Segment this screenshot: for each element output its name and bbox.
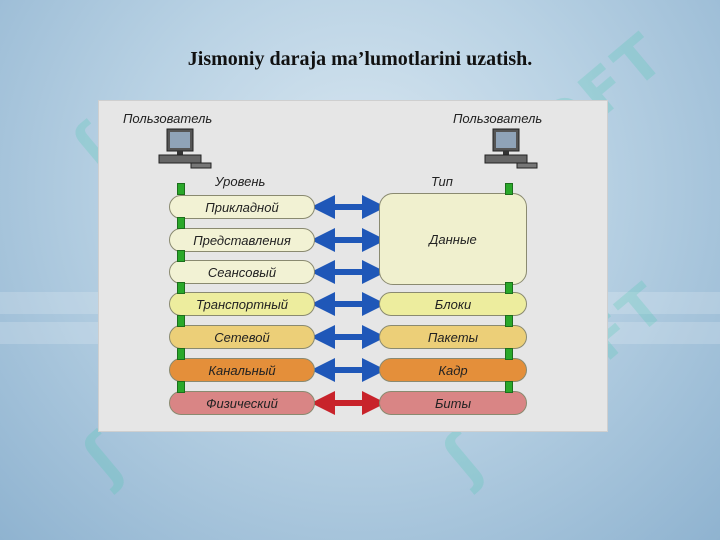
connector-icon	[177, 348, 185, 360]
connector-icon	[177, 381, 185, 393]
connector-icon	[505, 183, 513, 195]
layer-application: Прикладной	[169, 195, 315, 219]
layer-session: Сеансовый	[169, 260, 315, 284]
layer-network: Сетевой	[169, 325, 315, 349]
connector-icon	[177, 315, 185, 327]
layer-presentation: Представления	[169, 228, 315, 252]
connector-icon	[177, 183, 185, 195]
type-bits: Биты	[379, 391, 527, 415]
arrow-layer	[311, 195, 386, 415]
connector-icon	[177, 282, 185, 294]
computer-icon	[484, 128, 538, 169]
layer-transport: Транспортный	[169, 292, 315, 316]
connector-icon	[177, 217, 185, 229]
connector-icon	[505, 315, 513, 327]
connector-icon	[505, 348, 513, 360]
type-frame: Кадр	[379, 358, 527, 382]
type-data: Данные	[379, 193, 527, 285]
connector-icon	[177, 250, 185, 262]
type-header: Тип	[431, 174, 453, 189]
layer-physical: Физический	[169, 391, 315, 415]
osi-diagram-panel: Пользователь Пользователь Уровень Тип Пр…	[98, 100, 608, 432]
left-user-label: Пользователь	[123, 111, 213, 126]
computer-icon	[158, 128, 212, 169]
layer-datalink: Канальный	[169, 358, 315, 382]
connector-icon	[505, 282, 513, 294]
type-segments: Блоки	[379, 292, 527, 316]
connector-icon	[505, 381, 513, 393]
type-packets: Пакеты	[379, 325, 527, 349]
level-header: Уровень	[215, 174, 266, 189]
right-user-label: Пользователь	[453, 111, 543, 126]
slide-title: Jismoniy daraja ma’lumotlarini uzatish.	[187, 48, 533, 70]
